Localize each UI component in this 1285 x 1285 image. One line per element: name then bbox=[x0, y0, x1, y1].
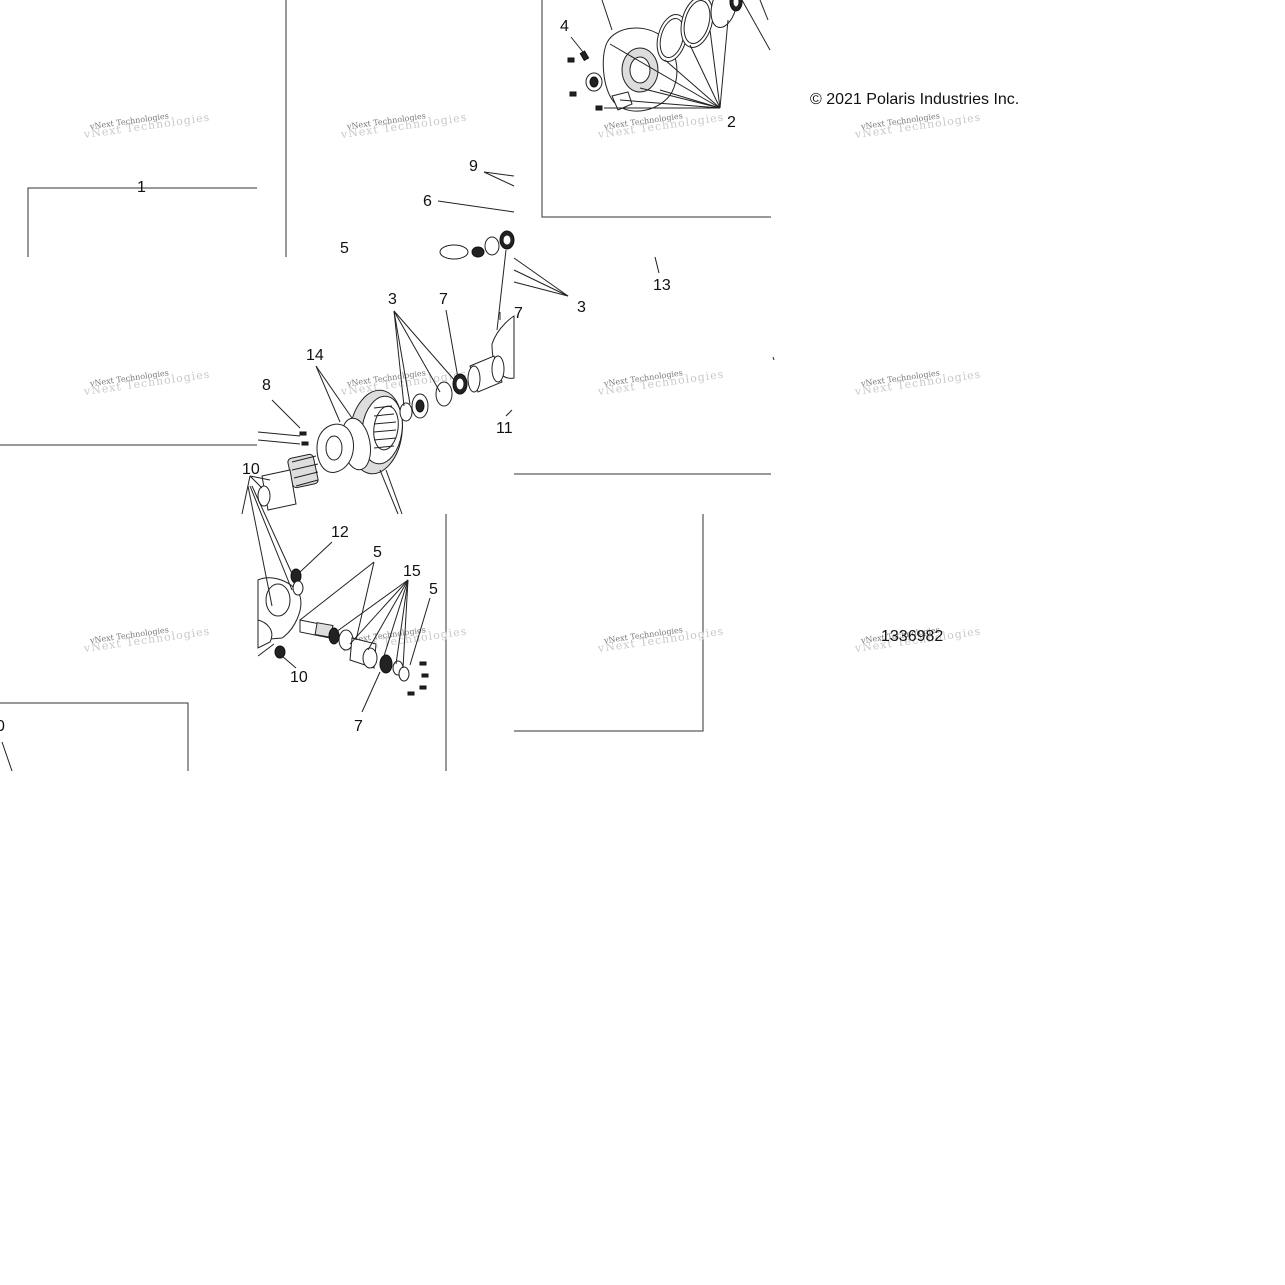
input-housing-assembly bbox=[1, 485, 431, 772]
callout-3: 3 bbox=[577, 299, 586, 316]
callout-11: 11 bbox=[496, 420, 513, 437]
callout-13: 13 bbox=[653, 277, 671, 294]
callout-9: 9 bbox=[469, 158, 478, 175]
callout-6: 6 bbox=[423, 193, 432, 210]
callout-10: 10 bbox=[290, 669, 308, 686]
tile-frames bbox=[0, 0, 771, 771]
bolt-group bbox=[567, 50, 603, 111]
callout-2: 2 bbox=[727, 114, 736, 131]
callout-5: 5 bbox=[429, 581, 438, 598]
callout-14: 14 bbox=[306, 347, 324, 364]
callout-3: 3 bbox=[388, 291, 397, 308]
callout-labels: 1 2 4 9 6 5 13 3 7 7 3 14 8 11 10 12 5 1… bbox=[0, 18, 736, 735]
figure-id: 1336982 bbox=[881, 628, 943, 645]
copyright-text: © 2021 Polaris Industries Inc. bbox=[810, 91, 1019, 108]
callout-15: 15 bbox=[403, 563, 421, 580]
callout-8: 8 bbox=[262, 377, 271, 394]
callout-12: 12 bbox=[331, 524, 349, 541]
housing-cover-assembly bbox=[567, 0, 771, 274]
callout-0-fragment: 0 bbox=[0, 718, 5, 735]
callout-4: 4 bbox=[560, 18, 569, 35]
callout-1: 1 bbox=[137, 179, 146, 196]
ring-gear-assembly bbox=[241, 171, 569, 515]
callout-7: 7 bbox=[439, 291, 448, 308]
callout-10: 10 bbox=[242, 461, 260, 478]
callout-5: 5 bbox=[340, 240, 349, 257]
gear-teeth bbox=[373, 405, 397, 449]
callout-7: 7 bbox=[514, 305, 523, 322]
callout-7: 7 bbox=[354, 718, 363, 735]
callout-5: 5 bbox=[373, 544, 382, 561]
roller-lines bbox=[291, 455, 319, 487]
